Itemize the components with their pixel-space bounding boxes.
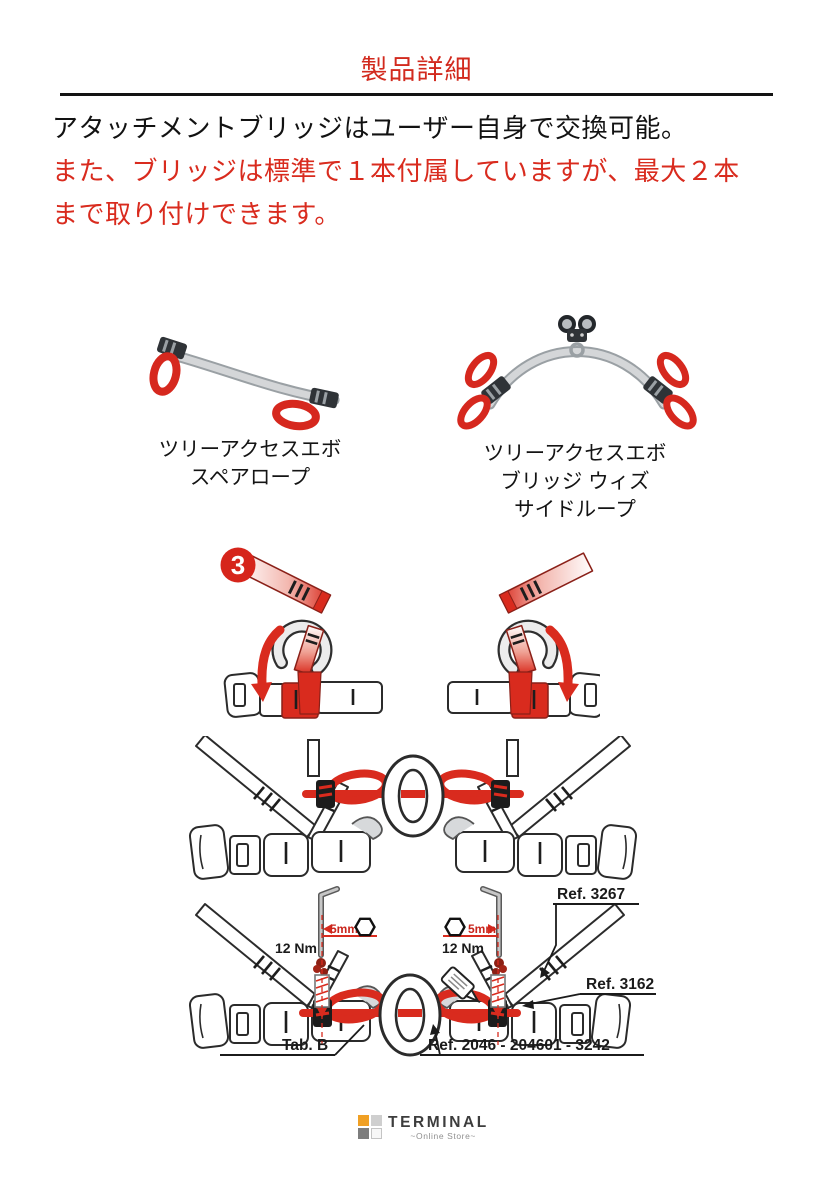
- caption-line: サイドループ: [514, 498, 636, 521]
- caption-line: ツリーアクセスエボ: [483, 442, 667, 465]
- torque-label-left: 12 Nm: [275, 940, 317, 956]
- hex-size-label-right: 5mm: [468, 922, 496, 936]
- ref-annotation-top: Ref. 3267: [540, 886, 639, 978]
- brand-tagline: ~Online Store~: [410, 1131, 476, 1141]
- rope-clamp-right: [309, 387, 339, 409]
- caption-line: ブリッジ ウィズ: [500, 470, 650, 493]
- hex-nut-icon-right: [444, 917, 466, 937]
- ref-side-label: Ref. 3162: [586, 976, 654, 993]
- hex-nut-icon-left: [354, 917, 376, 937]
- product-caption-bridge: ツリーアクセスエボ ブリッジ ウィズ サイドループ: [445, 440, 705, 524]
- intro-line-red-2: まで取り付けできます。: [52, 199, 341, 229]
- ref-bridge-label: Ref. 2046 - 204601 - 3242: [428, 1037, 610, 1054]
- intro-line-red-1: また、ブリッジは標準で１本付属していますが、最大２本: [52, 156, 740, 186]
- page-title: 製品詳細: [360, 55, 473, 85]
- swivel-icon: [558, 315, 596, 358]
- title-underline: [60, 93, 773, 96]
- tab-label: Tab. B: [282, 1037, 328, 1054]
- step-badge-circle: [220, 547, 256, 583]
- caption-line: スペアロープ: [189, 466, 311, 489]
- torque-label-right: 12 Nm: [442, 940, 484, 956]
- product-caption-spare-rope: ツリーアクセスエボ スペアロープ: [120, 436, 380, 492]
- bridge-clamp-left: [481, 376, 511, 404]
- intro-text: アタッチメントブリッジはユーザー自身で交換可能。 また、ブリッジは標準で１本付属…: [52, 107, 792, 236]
- store-logo: TERMINAL ~Online Store~: [358, 1112, 488, 1154]
- torque-reference-diagram: 5mm 12 Nm 5mm 12 Nm Ref. 3267 Ref. 3162: [187, 886, 656, 1057]
- brand-name: TERMINAL: [388, 1114, 489, 1131]
- bridge-clamp-right: [643, 376, 673, 404]
- logo-grid-icon: [358, 1115, 382, 1139]
- bridge-with-side-loop-photo: [457, 315, 697, 430]
- glue-bottle-icon: [440, 966, 481, 1004]
- caption-line: ツリーアクセスエボ: [158, 438, 342, 461]
- tab-annotation: Tab. B: [220, 1024, 365, 1056]
- ref-top-label: Ref. 3267: [557, 886, 625, 903]
- step-badge-number: 3: [231, 550, 245, 580]
- step3-installation-diagram: 3: [130, 542, 600, 740]
- hex-size-label-left: 5mm: [330, 922, 358, 936]
- bridge-position-diagram: [187, 736, 639, 882]
- spare-rope-photo: [149, 336, 340, 431]
- ref-annotation-side: Ref. 3162: [522, 976, 656, 1009]
- intro-line-black: アタッチメントブリッジはユーザー自身で交換可能。: [52, 113, 688, 143]
- ref-annotation-bridge: Ref. 2046 - 204601 - 3242: [420, 1024, 644, 1056]
